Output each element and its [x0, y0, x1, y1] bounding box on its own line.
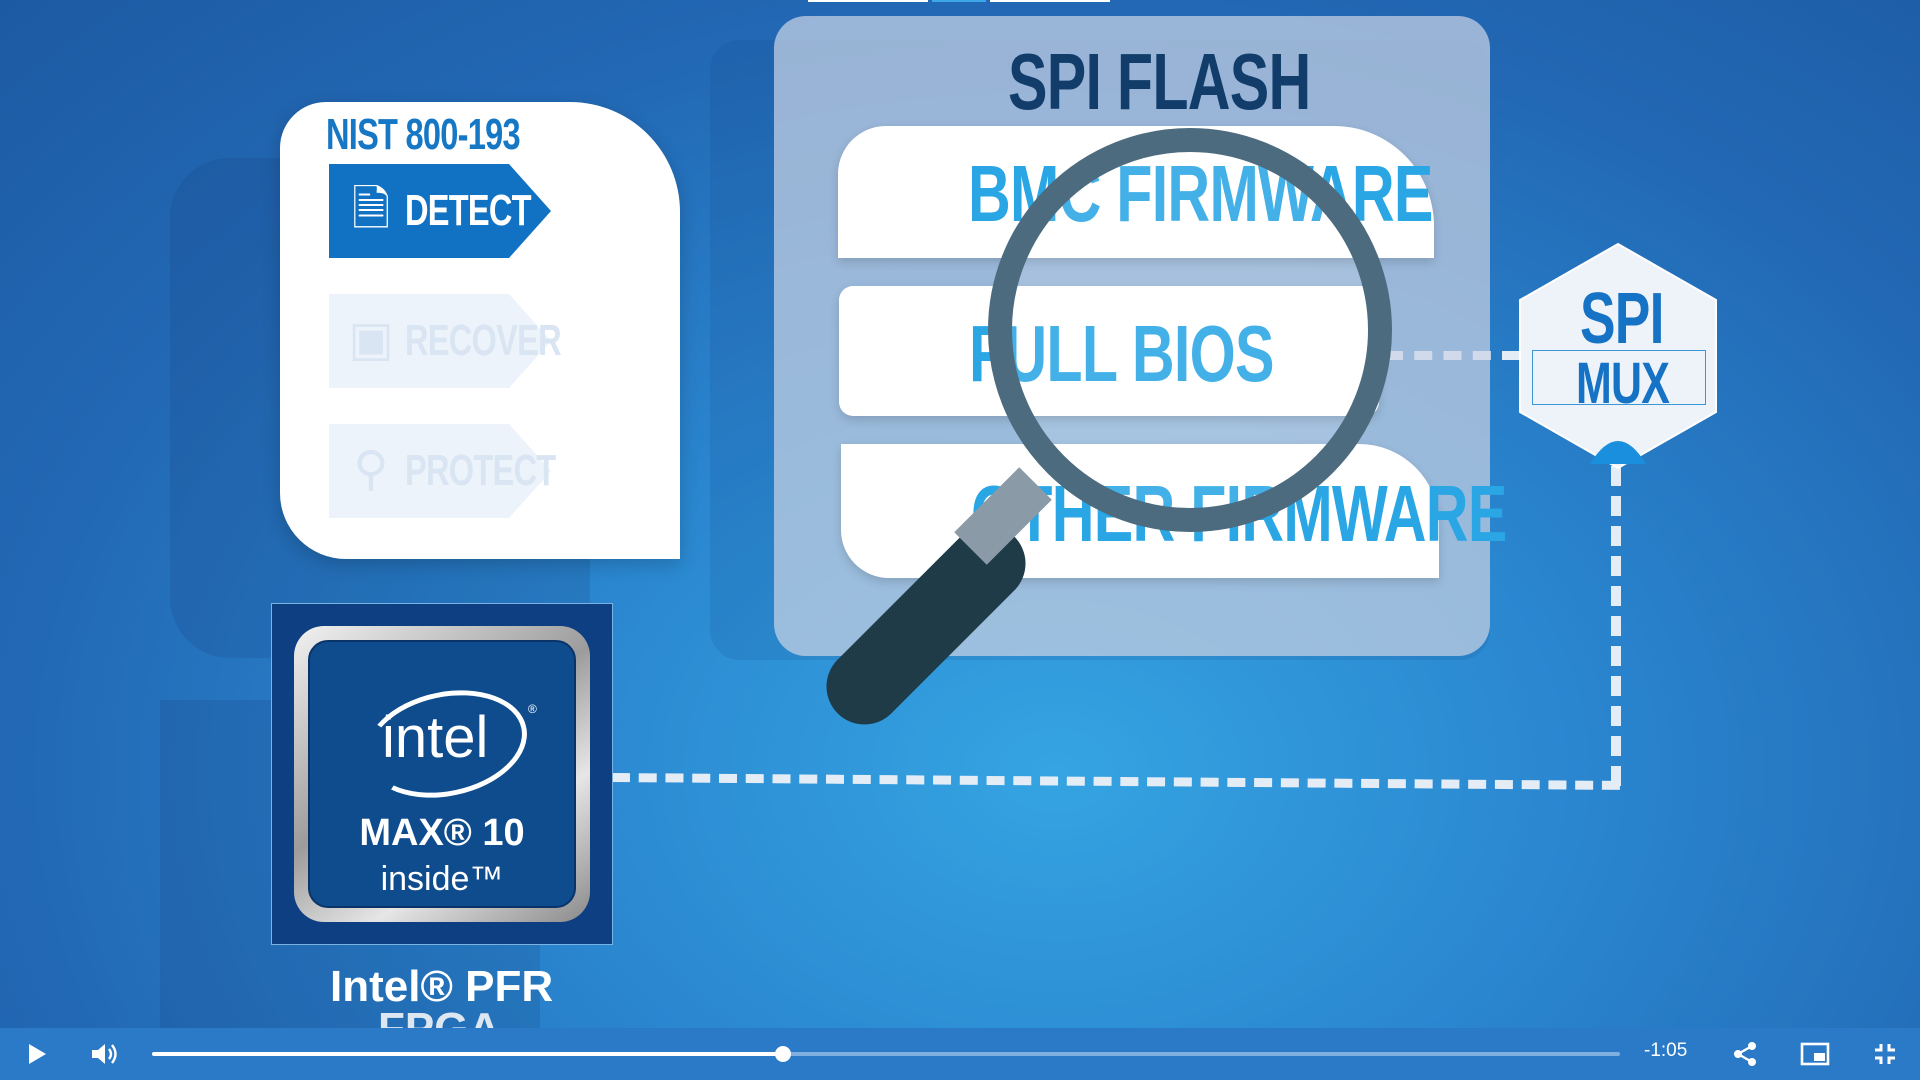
- spi-mux-label-top: SPI: [1580, 279, 1664, 359]
- time-remaining: -1:05: [1644, 1040, 1688, 1061]
- document-certificate-icon: 🗎: [351, 183, 391, 236]
- seek-bar-progress: [152, 1052, 784, 1056]
- nist-title: NIST 800-193: [326, 110, 521, 159]
- step-label: DETECT: [405, 186, 532, 235]
- dashed-connector: [611, 773, 1620, 790]
- key-lock-icon: ⚲: [353, 443, 389, 496]
- picture-in-picture-button[interactable]: [1792, 1028, 1838, 1080]
- registered-mark: ®: [528, 702, 537, 716]
- dashed-connector: [1611, 466, 1621, 786]
- step-detect-arrow: [509, 164, 551, 258]
- step-protect-arrow: [509, 424, 551, 518]
- spi-mux-label-box: [1532, 350, 1706, 405]
- magnifying-glass-icon: [988, 128, 1392, 532]
- video-frame[interactable]: NIST 800-193 🗎 DETECT ▣ RECOVER ⚲ PROTEC…: [0, 0, 1920, 1028]
- step-protect: ⚲ PROTECT: [329, 424, 556, 518]
- spi-mux-hexagon: [1519, 242, 1717, 470]
- exit-fullscreen-icon: [1875, 1044, 1895, 1064]
- step-label: RECOVER: [405, 316, 562, 365]
- badge-inner: intel ® MAX® 10 inside™: [308, 640, 576, 908]
- intel-logo-text: intel: [382, 705, 489, 770]
- step-recover: ▣ RECOVER: [329, 294, 562, 388]
- share-button[interactable]: [1722, 1028, 1768, 1080]
- picture-in-picture-icon: [1800, 1042, 1830, 1066]
- step-recover-body: [329, 294, 509, 388]
- pfr-label-line2: FPGA: [378, 1004, 500, 1028]
- play-button[interactable]: [14, 1028, 60, 1080]
- pfr-label-line1: Intel® PFR: [330, 962, 554, 1011]
- safe-icon: ▣: [348, 313, 394, 366]
- exit-fullscreen-button[interactable]: [1862, 1028, 1908, 1080]
- top-tab-mark: [990, 0, 1110, 2]
- step-label: PROTECT: [405, 446, 556, 495]
- top-tab-mark: [932, 0, 986, 2]
- product-name: MAX® 10: [359, 812, 525, 854]
- badge-frame: intel ® MAX® 10 inside™: [294, 626, 590, 922]
- badge-tagline: inside™: [380, 860, 504, 898]
- volume-button[interactable]: [82, 1028, 128, 1080]
- share-icon: [1734, 1042, 1756, 1066]
- play-icon: [29, 1044, 46, 1064]
- volume-icon: [92, 1044, 117, 1064]
- seek-bar-handle[interactable]: [775, 1046, 792, 1062]
- seek-bar[interactable]: [152, 1046, 1620, 1062]
- step-protect-body: [329, 424, 509, 518]
- top-tab-mark: [808, 0, 928, 2]
- intel-max10-badge: intel ® MAX® 10 inside™: [271, 603, 613, 945]
- spi-flash-title: SPI FLASH: [1008, 37, 1311, 126]
- step-detect: 🗎 DETECT: [329, 164, 551, 258]
- spi-mux-label-bottom: MUX: [1576, 351, 1670, 416]
- step-recover-arrow: [509, 294, 551, 388]
- step-detect-body: [329, 164, 509, 258]
